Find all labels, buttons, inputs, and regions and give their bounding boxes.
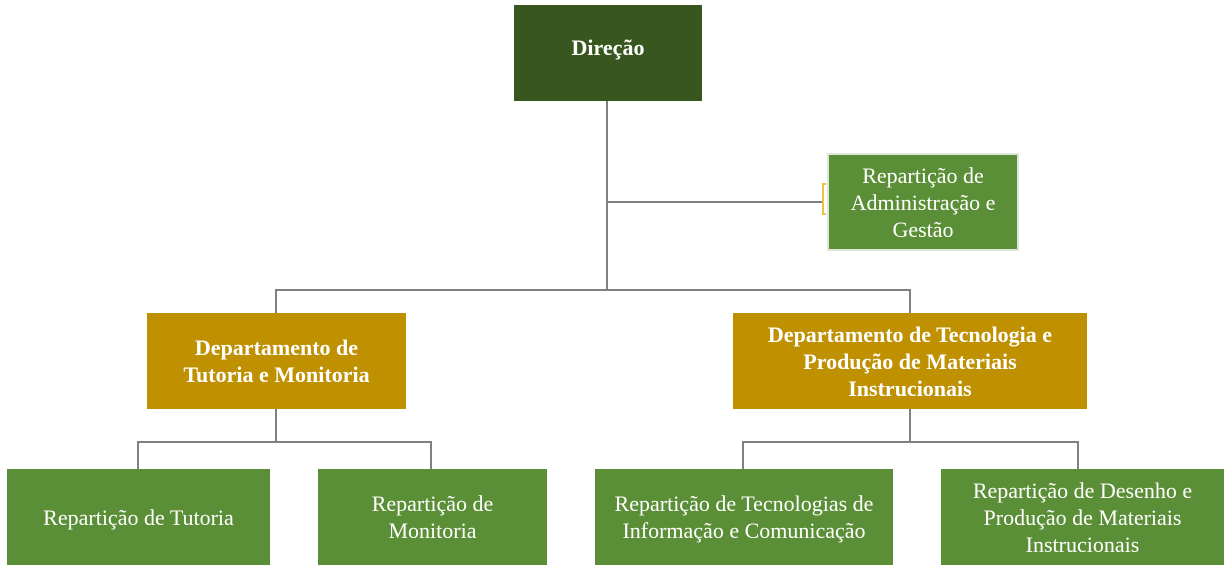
node-reparticao-tic: Repartição de Tecnologias de Informação …	[595, 469, 893, 565]
connector-line	[275, 289, 911, 291]
node-departamento-tecnologia: Departamento de Tecnologia e Produção de…	[733, 313, 1087, 409]
node-reparticao-desenho-producao: Repartição de Desenho e Produção de Mate…	[941, 469, 1224, 565]
connector-line	[742, 441, 744, 469]
node-administracao-gestao: Repartição de Administração e Gestão	[827, 153, 1019, 251]
connector-line	[1077, 441, 1079, 469]
connector-line	[606, 101, 608, 291]
node-direcao: Direção	[514, 5, 702, 101]
node-reparticao-monitoria: Repartição de Monitoria	[318, 469, 547, 565]
connector-line	[607, 201, 823, 203]
connector-line	[137, 441, 139, 469]
connector-line	[909, 289, 911, 313]
connector-line	[909, 409, 911, 442]
connector-line	[430, 441, 432, 469]
node-reparticao-tutoria: Repartição de Tutoria	[7, 469, 270, 565]
connector-line	[275, 409, 277, 442]
connector-line	[275, 289, 277, 313]
connector-line	[137, 441, 432, 443]
node-departamento-tutoria-monitoria: Departamento de Tutoria e Monitoria	[147, 313, 406, 409]
connector-bracket	[822, 183, 826, 215]
connector-line	[742, 441, 1079, 443]
